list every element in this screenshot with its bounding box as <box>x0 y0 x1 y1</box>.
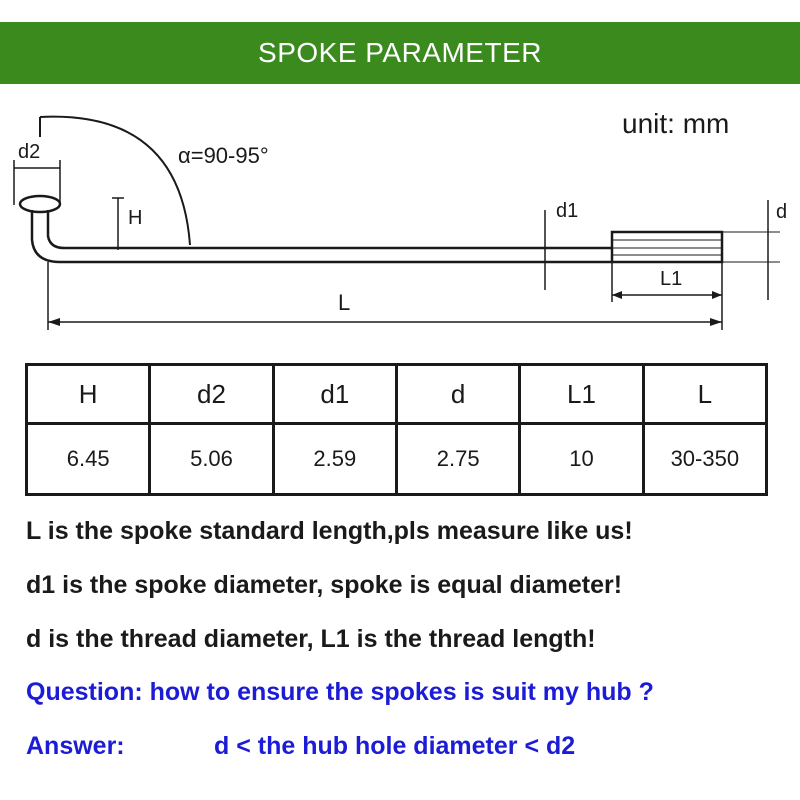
table-row: 6.45 5.06 2.59 2.75 10 30-350 <box>24 422 769 496</box>
angle-arc <box>39 115 191 246</box>
spoke-diagram: α=90-95° d2 H d1 d L1 L <box>13 115 787 330</box>
answer-label: Answer: <box>26 732 125 760</box>
l-label: L <box>338 290 350 315</box>
value-cell-l1: 10 <box>518 422 645 496</box>
answer-value: d < the hub hole diameter < d2 <box>214 732 576 760</box>
spoke-bend-inner <box>46 210 612 250</box>
unit-label: unit: mm <box>622 108 730 139</box>
value-cell-d1: 2.59 <box>271 422 398 496</box>
question-text: Question: how to ensure the spokes is su… <box>26 678 654 706</box>
header-cell-d1: d1 <box>271 363 398 425</box>
note-diameter: d1 is the spoke diameter, spoke is equal… <box>26 571 623 599</box>
h-label: H <box>128 207 142 229</box>
value-cell-d: 2.75 <box>394 422 522 496</box>
l-arrow-left <box>48 318 60 326</box>
note-thread: d is the thread diameter, L1 is the thre… <box>26 625 596 653</box>
page-header: SPOKE PARAMETER <box>0 22 800 84</box>
value-cell-d2: 5.06 <box>148 422 275 496</box>
header-cell-h: H <box>24 363 152 425</box>
l-arrow-right <box>710 318 722 326</box>
d-label: d <box>776 201 787 223</box>
value-cell-l: 30-350 <box>641 422 769 496</box>
l1-arrow-right <box>712 291 722 299</box>
d1-label: d1 <box>556 200 578 222</box>
header-cell-d: d <box>394 363 522 425</box>
table-header-row: H d2 d1 d L1 L <box>24 363 769 425</box>
d2-label: d2 <box>18 141 40 163</box>
header-cell-l: L <box>641 363 769 425</box>
header-cell-d2: d2 <box>148 363 275 425</box>
l1-label: L1 <box>660 268 682 290</box>
thread-section <box>610 230 724 264</box>
spoke-head <box>18 194 62 214</box>
spec-table: H d2 d1 d L1 L 6.45 5.06 2.59 2.75 10 30… <box>24 363 769 496</box>
answer-row: Answer: d < the hub hole diameter < d2 <box>26 732 726 761</box>
page-title: SPOKE PARAMETER <box>258 37 542 68</box>
header-cell-l1: L1 <box>518 363 645 425</box>
l1-arrow-left <box>612 291 622 299</box>
angle-label: α=90-95° <box>178 143 269 168</box>
note-length: L is the spoke standard length,pls measu… <box>26 517 633 545</box>
value-cell-h: 6.45 <box>24 422 152 496</box>
spoke-bend <box>30 210 612 264</box>
